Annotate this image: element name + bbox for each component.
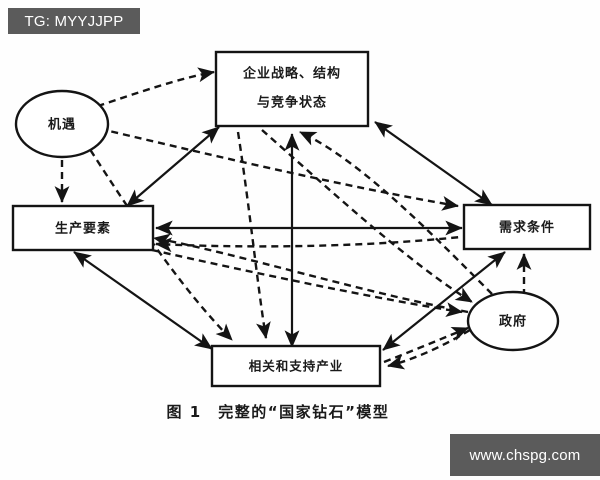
node-government[interactable]: 政府 [466, 290, 560, 352]
demand-conditions-label: 需求条件 [499, 220, 555, 236]
edge-factor-strategy [126, 126, 220, 207]
node-factor-conditions[interactable]: 生产要素 [11, 204, 155, 252]
edge-related-government [383, 326, 469, 364]
demand-conditions-box [462, 203, 592, 251]
government-ellipse [466, 290, 560, 352]
factor-conditions-box [11, 204, 155, 252]
factor-conditions-label: 生产要素 [55, 221, 111, 237]
edge-strategy-related-dashed [236, 131, 271, 339]
chance-ellipse [14, 89, 110, 159]
node-chance[interactable]: 机遇 [14, 89, 110, 159]
edge-factor-government [151, 248, 463, 318]
firm-strategy-box [214, 50, 370, 128]
related-industries-label: 相关和支持产业 [249, 359, 344, 374]
cross-edge-group [155, 131, 471, 339]
chance-label: 机遇 [48, 117, 76, 133]
chance-edge-group [54, 67, 459, 341]
figure-caption: 图 1 完整的“国家钻石”模型 [167, 403, 390, 421]
edge-chance-demand [87, 124, 459, 211]
firm-strategy-label-line2: 与竞争状态 [257, 95, 327, 111]
edge-government-related [387, 328, 471, 370]
edge-government-factor [153, 233, 469, 314]
edge-government-strategy [299, 130, 493, 295]
node-related-industries[interactable]: 相关和支持产业 [210, 344, 382, 388]
edge-chance-strategy [85, 67, 215, 112]
solid-edge-group [73, 121, 506, 351]
edge-related-demand [382, 251, 506, 351]
tag-badge: TG: MYYJJPP [8, 8, 140, 34]
edge-factor-related [73, 251, 213, 350]
edge-strategy-demand [374, 121, 493, 206]
related-industries-box [210, 344, 382, 388]
watermark-badge: www.chspg.com [450, 434, 600, 476]
node-demand-conditions[interactable]: 需求条件 [462, 203, 592, 251]
node-firm-strategy[interactable]: 企业战略、结构 与竞争状态 [214, 50, 370, 128]
government-label: 政府 [499, 314, 527, 330]
firm-strategy-label-line1: 企业战略、结构 [242, 66, 341, 82]
edge-chance-related [82, 139, 233, 341]
edge-demand-factor-dashed [155, 234, 471, 253]
government-edge-group [151, 129, 532, 370]
edge-strategy-government [261, 129, 473, 304]
